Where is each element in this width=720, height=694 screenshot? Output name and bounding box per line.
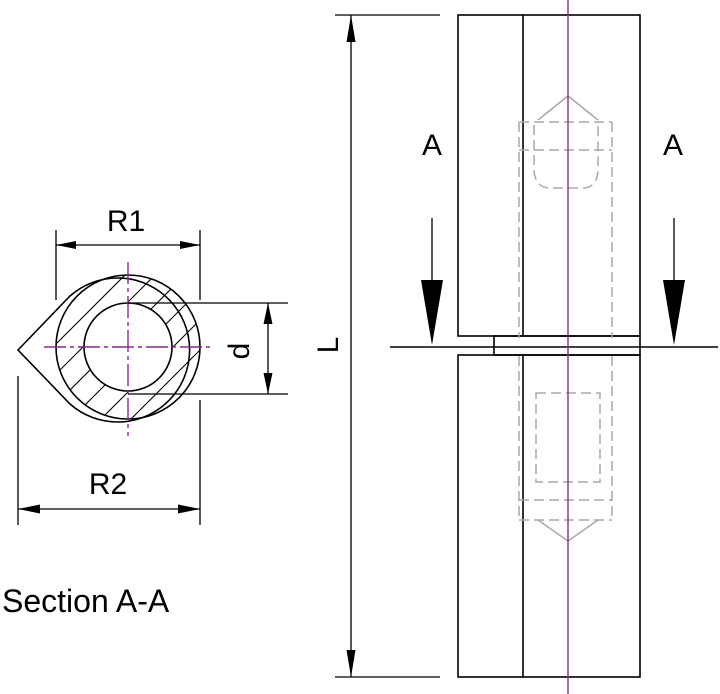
r1-arrow-left: [56, 241, 76, 249]
hidden-pin-upper: [518, 95, 613, 338]
r1-label: R1: [107, 205, 145, 238]
d-arrow-bottom: [263, 373, 273, 394]
r2-arrow-left: [18, 504, 40, 514]
section-outer-profile: [16, 277, 191, 423]
d-arrow-top: [263, 303, 273, 324]
l-label: L: [312, 337, 345, 354]
length-dimension: L: [312, 14, 440, 678]
r2-arrow-right: [178, 504, 200, 514]
section-caption: Section A-A: [2, 583, 170, 619]
l-arrow-bottom: [346, 650, 356, 677]
section-label-right: A: [663, 129, 683, 162]
section-view: R1 R2 d Section A-A: [2, 205, 288, 619]
r1-arrow-right: [180, 241, 200, 249]
section-arrow-left-head: [421, 280, 443, 345]
l-arrow-top: [346, 15, 356, 42]
front-view: A A: [390, 0, 718, 694]
washer: [493, 335, 641, 356]
hidden-pin-lower: [518, 356, 613, 542]
r2-label: R2: [89, 468, 127, 501]
section-label-left: A: [422, 129, 442, 162]
d-label: d: [223, 343, 256, 360]
section-arrow-right-head: [663, 280, 685, 345]
